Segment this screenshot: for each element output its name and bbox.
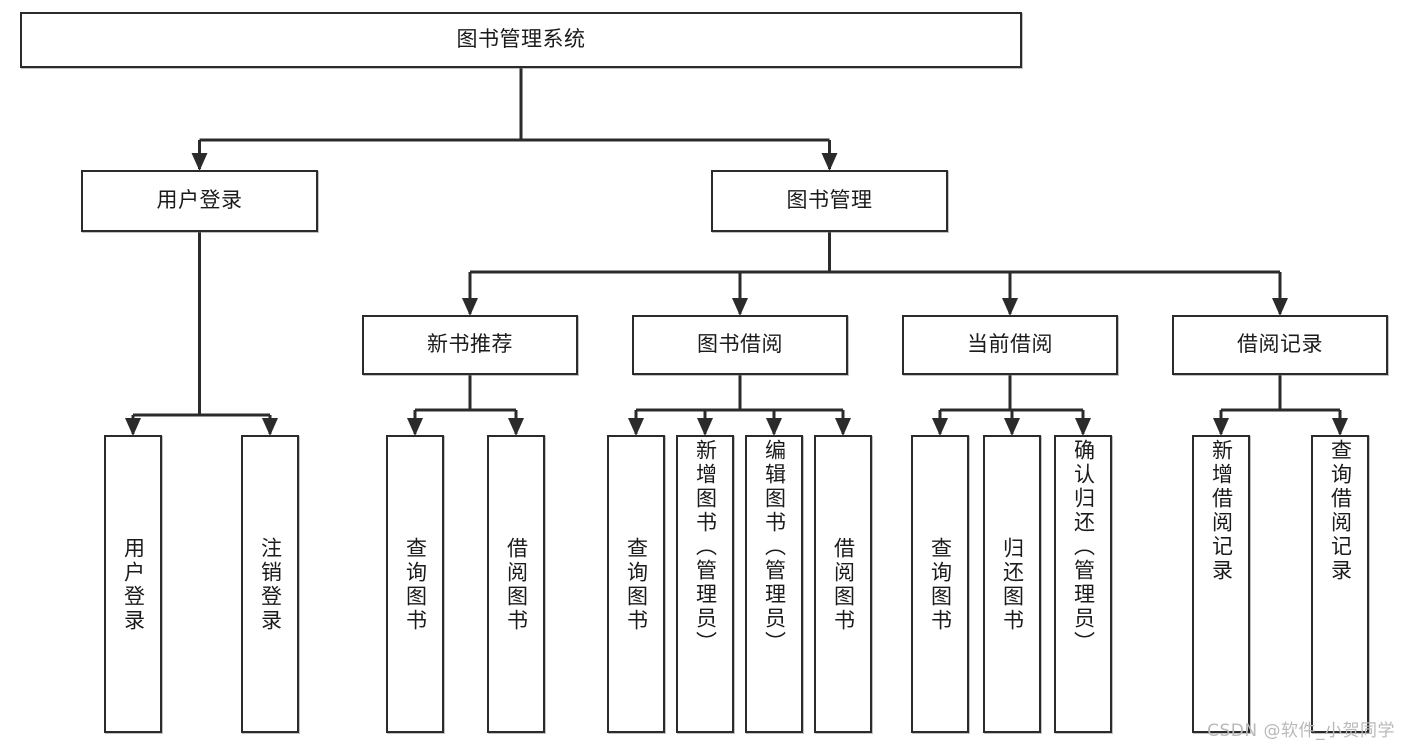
node-label: 借阅图书: [831, 537, 856, 633]
node-leaf-query-book-2[interactable]: 查询图书: [607, 435, 665, 733]
watermark: CSDN @软件_小贺同学: [1207, 721, 1395, 741]
node-book-borrow[interactable]: 图书借阅: [632, 315, 848, 375]
node-leaf-return-book[interactable]: 归还图书: [983, 435, 1041, 733]
node-leaf-logout[interactable]: 注销登录: [241, 435, 299, 733]
node-leaf-confirm-return[interactable]: 确认归还（管理员）: [1054, 435, 1112, 733]
node-label: 新增图书（管理员）: [693, 439, 718, 655]
node-current-borrow[interactable]: 当前借阅: [902, 315, 1118, 375]
node-label: 查询借阅记录: [1328, 439, 1353, 583]
node-label: 确认归还（管理员）: [1071, 439, 1096, 655]
node-user-login[interactable]: 用户登录: [81, 170, 318, 232]
node-leaf-user-login[interactable]: 用户登录: [104, 435, 162, 733]
node-label: 新增借阅记录: [1209, 439, 1234, 583]
node-label: 归还图书: [1000, 537, 1025, 633]
node-borrow-record[interactable]: 借阅记录: [1172, 315, 1388, 375]
node-new-book-rec[interactable]: 新书推荐: [362, 315, 578, 375]
node-label: 查询图书: [403, 537, 428, 633]
node-label: 借阅图书: [504, 537, 529, 633]
node-leaf-query-book-1[interactable]: 查询图书: [386, 435, 444, 733]
node-label: 用户登录: [121, 537, 146, 633]
node-label: 借阅记录: [1237, 332, 1323, 357]
node-leaf-query-book-3[interactable]: 查询图书: [911, 435, 969, 733]
node-leaf-borrow-book-1[interactable]: 借阅图书: [487, 435, 545, 733]
node-label: 当前借阅: [967, 332, 1053, 357]
node-book-manage[interactable]: 图书管理: [711, 170, 948, 232]
node-label: 查询图书: [928, 537, 953, 633]
node-leaf-edit-book[interactable]: 编辑图书（管理员）: [745, 435, 803, 733]
node-label: 新书推荐: [427, 332, 513, 357]
node-label: 用户登录: [156, 188, 243, 213]
node-leaf-borrow-book-2[interactable]: 借阅图书: [814, 435, 872, 733]
node-leaf-query-record[interactable]: 查询借阅记录: [1311, 435, 1369, 733]
node-leaf-add-book[interactable]: 新增图书（管理员）: [676, 435, 734, 733]
node-label: 编辑图书（管理员）: [762, 439, 787, 655]
node-root[interactable]: 图书管理系统: [20, 12, 1022, 68]
node-label: 图书管理系统: [456, 27, 586, 52]
node-leaf-add-record[interactable]: 新增借阅记录: [1192, 435, 1250, 733]
node-label: 图书管理: [786, 188, 873, 213]
node-label: 注销登录: [258, 537, 283, 633]
node-label: 图书借阅: [697, 332, 783, 357]
node-label: 查询图书: [624, 537, 649, 633]
